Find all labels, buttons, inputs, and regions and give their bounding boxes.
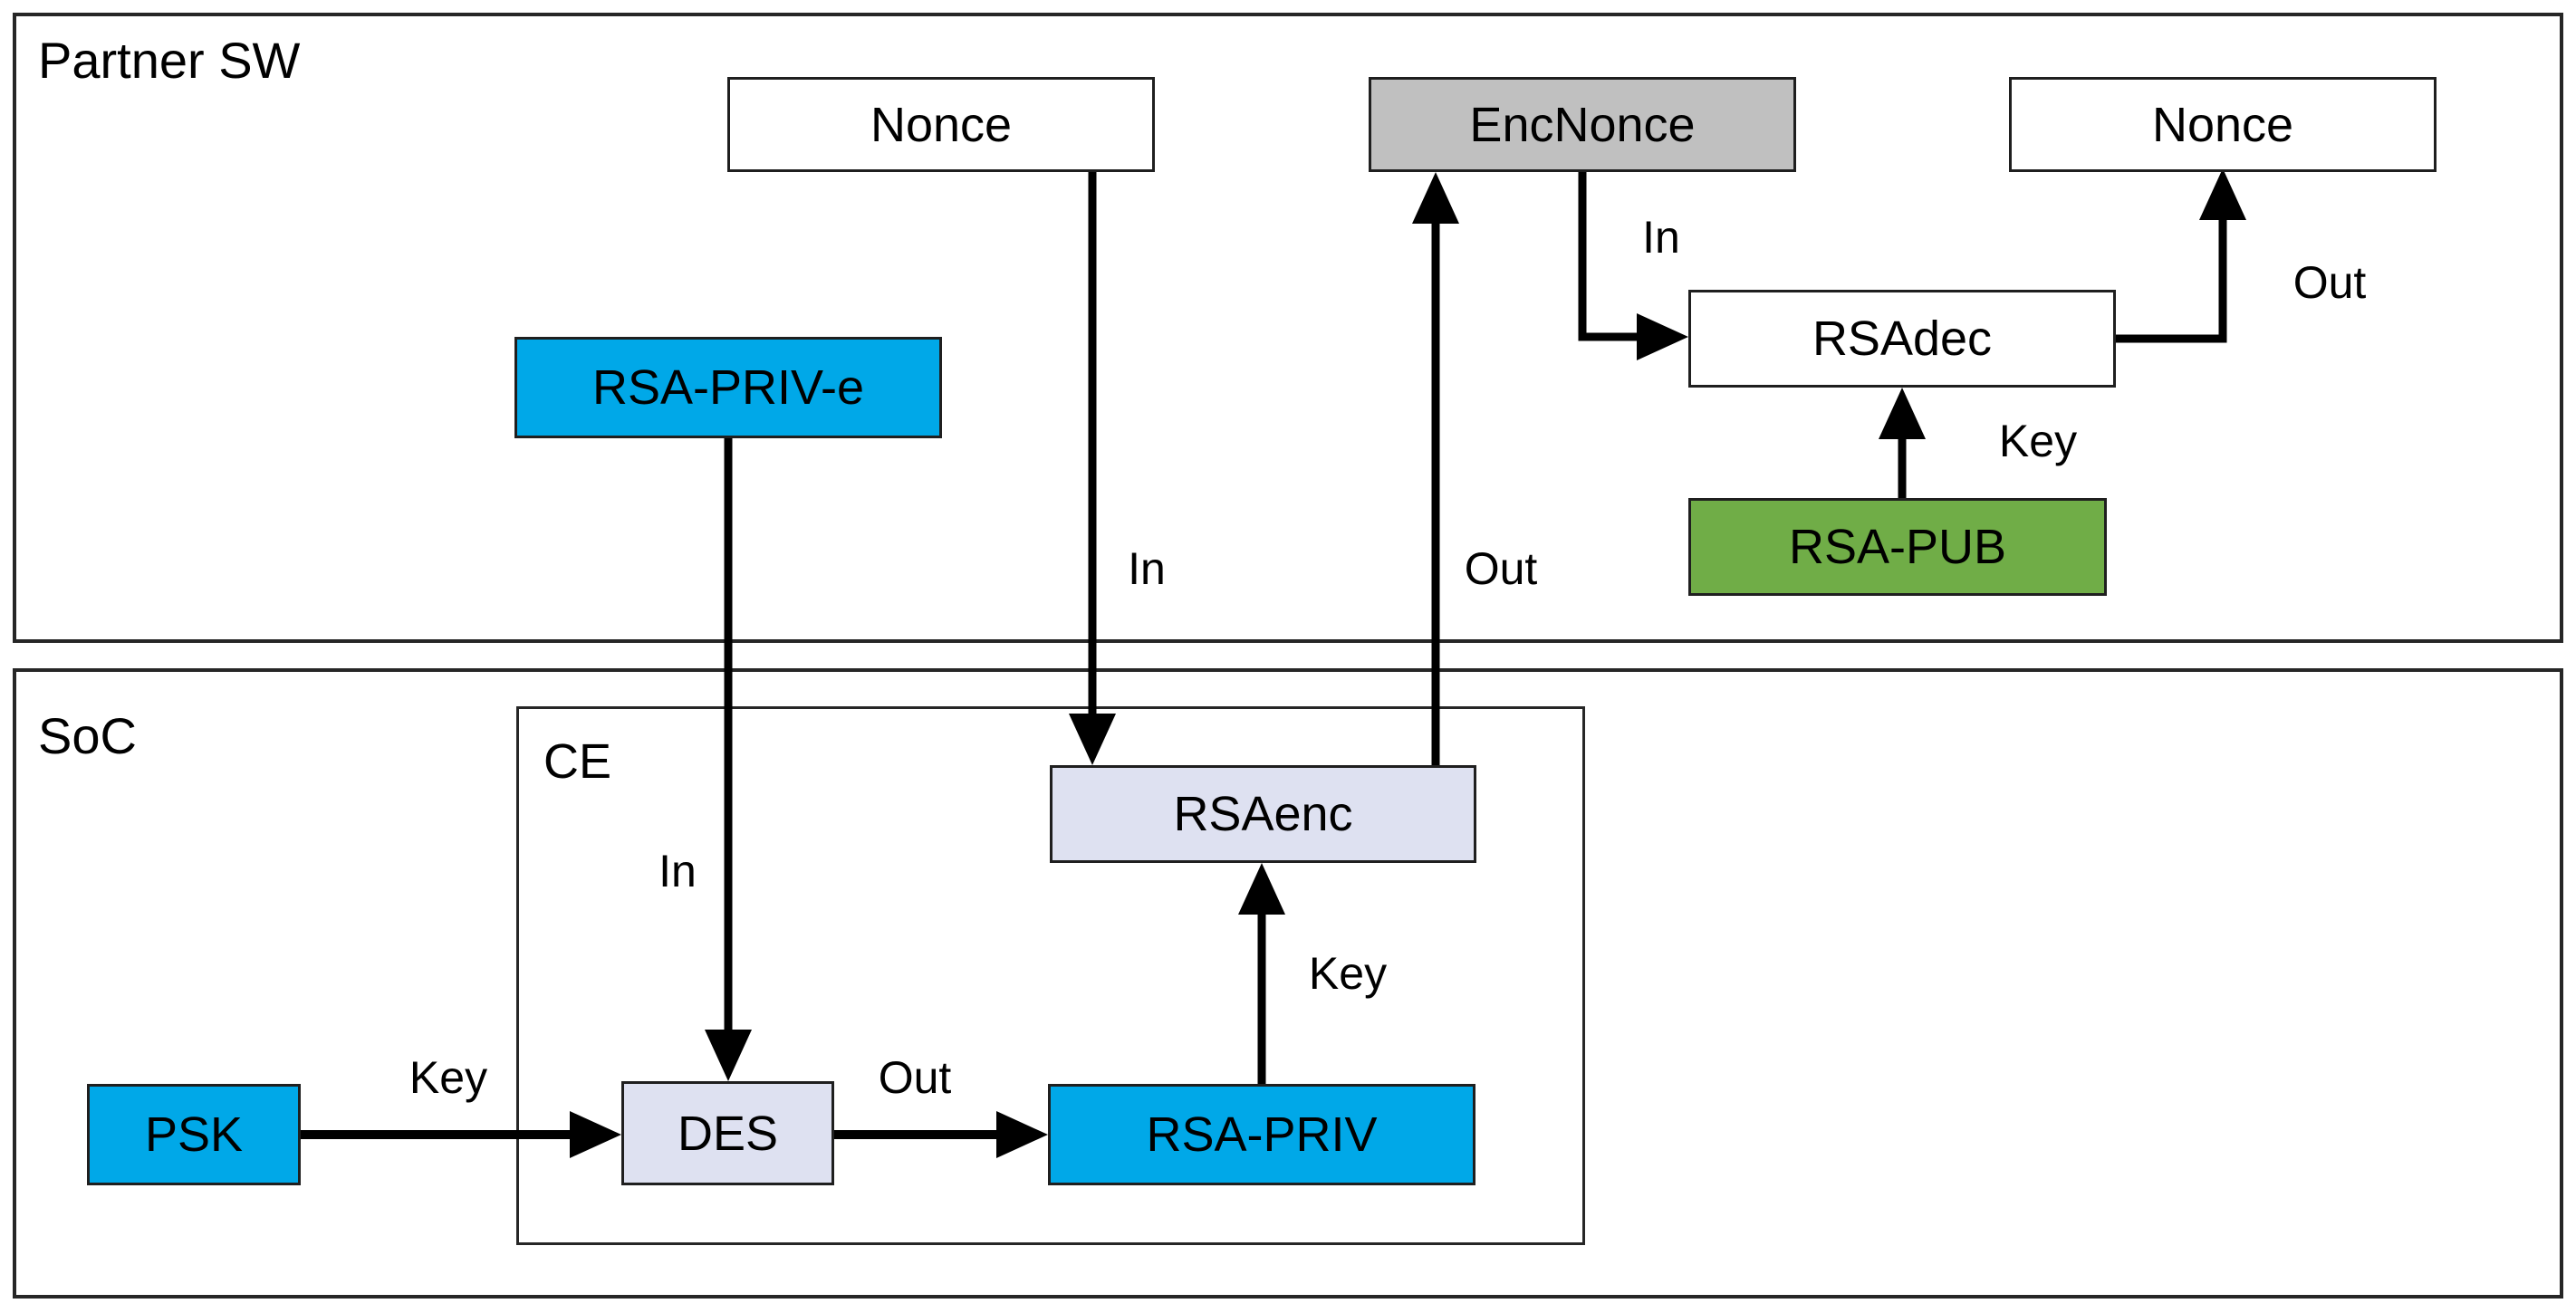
edge-label-out-rsadec-nonce: Out — [2292, 257, 2367, 308]
rsa-priv-key-node: RSA-PRIV — [1048, 1084, 1475, 1185]
enc-nonce-node: EncNonce — [1369, 77, 1796, 172]
ce-container — [516, 706, 1585, 1245]
edge-label-out-rsaenc-encnonce: Out — [1464, 543, 1538, 594]
edge-label-key-rsapriv-rsaenc: Key — [1308, 948, 1388, 999]
des-node: DES — [621, 1081, 834, 1185]
partner-sw-container — [13, 13, 2563, 643]
edge-label-key-psk-des: Key — [409, 1052, 488, 1103]
edge-label-in-nonce-rsaenc: In — [1128, 543, 1166, 594]
edge-label-out-des-rsapriv: Out — [878, 1052, 952, 1103]
partner-sw-label: Partner SW — [38, 32, 301, 89]
rsa-enc-node: RSAenc — [1050, 765, 1476, 863]
edge-label-in-encnonce-rsadec: In — [1642, 212, 1680, 263]
rsa-pub-key-node: RSA-PUB — [1688, 498, 2107, 596]
ce-label: CE — [543, 734, 612, 789]
rsa-priv-e-key-node: RSA-PRIV-e — [514, 337, 942, 438]
rsa-dec-node: RSAdec — [1688, 290, 2116, 388]
psk-key-node: PSK — [87, 1084, 301, 1185]
edge-label-key-rsapub-rsadec: Key — [1998, 416, 2078, 466]
nonce-output-node: Nonce — [2009, 77, 2437, 172]
soc-label: SoC — [38, 707, 137, 764]
nonce-input-node: Nonce — [727, 77, 1155, 172]
soc-container — [13, 668, 2563, 1299]
edge-label-in-rsaprive-des: In — [658, 846, 697, 896]
